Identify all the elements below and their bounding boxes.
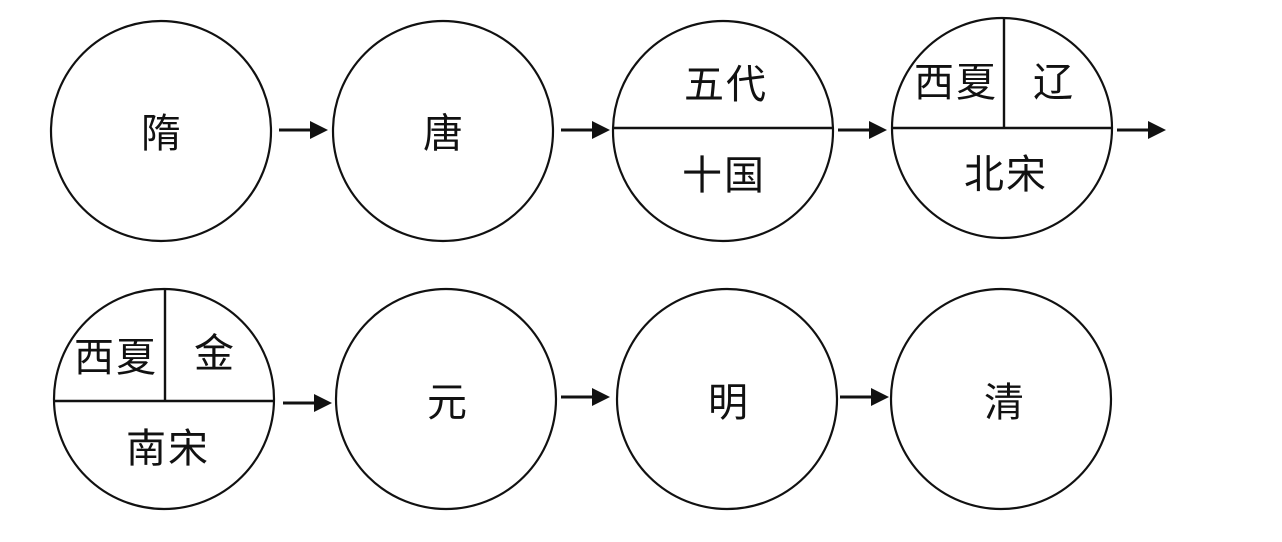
arrow-7: [840, 388, 889, 406]
node-xixia-jin-nansong: 西夏 金 南宋: [52, 287, 276, 511]
node-ming-circle: [615, 287, 839, 511]
node-qing-circle: [889, 287, 1113, 511]
node-ming-label: 明: [708, 380, 748, 426]
arrow-5: [283, 394, 332, 412]
node-tang-label: 唐: [423, 111, 463, 157]
node-tang: 唐: [331, 19, 555, 243]
node-yuan-circle: [334, 287, 558, 511]
node-shiguo-label: 十国: [682, 153, 766, 199]
node-liao-label: 辽: [1033, 60, 1075, 106]
node-xixia-label-row2: 西夏: [74, 335, 158, 381]
node-tang-circle: [331, 19, 555, 243]
node-wudai-shiguo-circle: [611, 19, 835, 243]
node-xixia-liao-beisong: 西夏 辽 北宋: [890, 16, 1114, 240]
node-beisong-label: 北宋: [964, 152, 1048, 198]
node-yuan: 元: [334, 287, 558, 511]
node-yuan-label: 元: [427, 380, 467, 426]
node-qing: 清: [889, 287, 1113, 511]
node-sui: 隋: [49, 19, 273, 243]
arrow-4: [1117, 121, 1166, 139]
arrow-1: [279, 121, 328, 139]
node-ming: 明: [615, 287, 839, 511]
arrow-6: [561, 388, 610, 406]
node-xixia-label-row1: 西夏: [914, 60, 998, 106]
node-wudai-shiguo: 五代 十国: [611, 19, 835, 243]
node-sui-label: 隋: [141, 111, 181, 157]
arrow-3: [838, 121, 887, 139]
node-wudai-label: 五代: [684, 62, 768, 108]
node-nansong-label: 南宋: [126, 426, 210, 472]
arrow-2: [561, 121, 610, 139]
node-jin-label: 金: [194, 331, 236, 377]
node-qing-label: 清: [984, 380, 1024, 426]
node-sui-circle: [49, 19, 273, 243]
